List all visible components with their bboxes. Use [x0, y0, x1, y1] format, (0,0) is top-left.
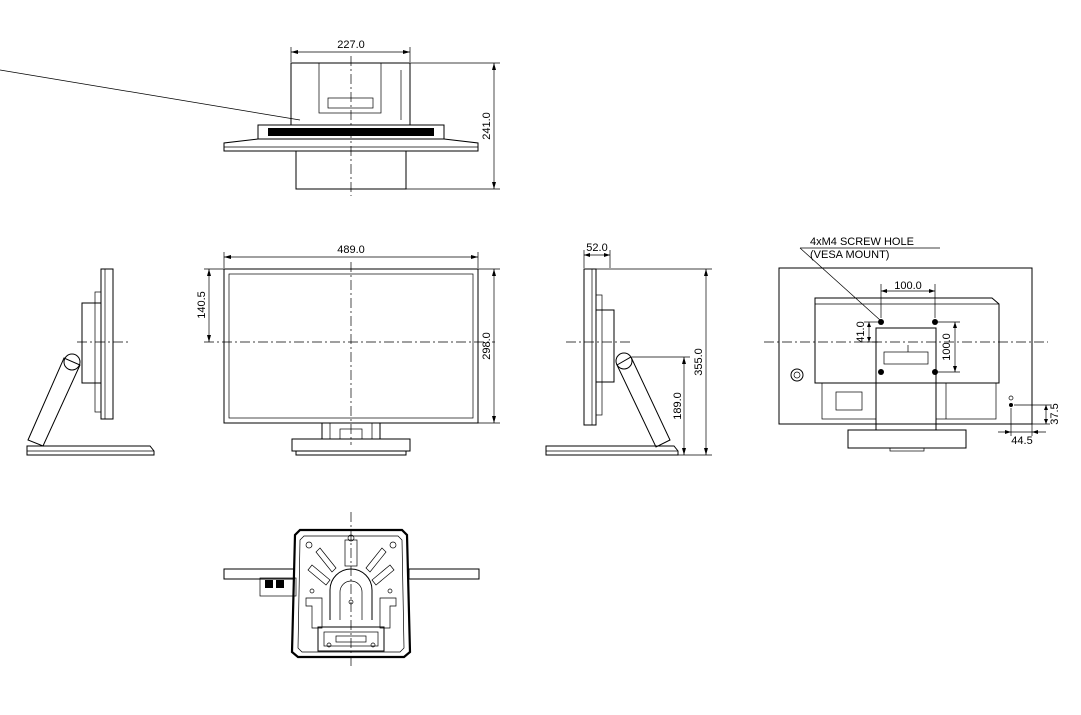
vesa-mount-label: (VESA MOUNT): [810, 249, 889, 261]
screw-hole-label: 4xM4 SCREW HOLE: [810, 236, 914, 248]
dim-front-width: 489.0: [337, 244, 365, 256]
dim-front-height: 298.0: [481, 332, 493, 360]
dim-top-depth: 241.0: [481, 112, 493, 140]
left-side-view: [26, 268, 155, 456]
dim-front-center-height: 140.5: [196, 291, 208, 319]
top-view: [0, 47, 500, 196]
front-view: [204, 252, 500, 456]
rear-view: [764, 247, 1050, 452]
dim-port-y: 37.5: [1049, 403, 1061, 424]
dim-side-depth: 52.0: [586, 242, 607, 254]
dim-top-width: 227.0: [337, 39, 365, 51]
bottom-view: [223, 512, 480, 668]
dim-vesa-offset: 41.0: [855, 321, 867, 342]
dim-vesa-v: 100.0: [941, 333, 953, 361]
dim-side-height: 355.0: [693, 348, 705, 376]
dim-side-pivot-height: 189.0: [672, 392, 684, 420]
right-side-view: [545, 250, 712, 456]
dim-port-x: 44.5: [1011, 435, 1032, 447]
dim-vesa-h: 100.0: [894, 280, 922, 292]
